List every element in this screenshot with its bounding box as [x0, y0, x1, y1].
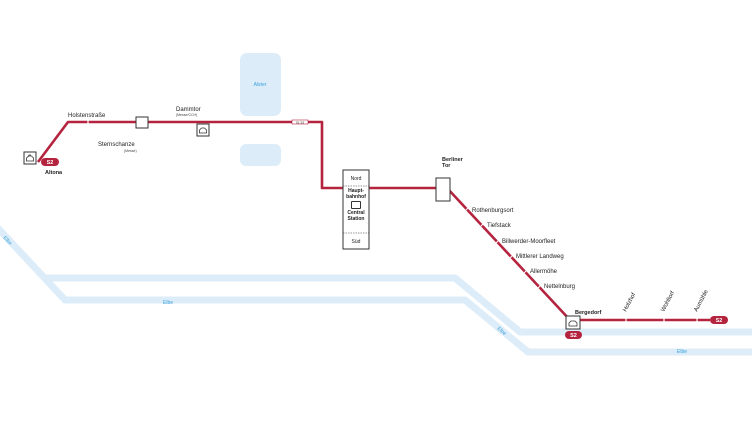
station-label-altona: Altona — [45, 170, 63, 176]
station-nettelnburg[interactable]: Nettelnburg — [537, 283, 575, 290]
station-allermoehe[interactable]: Allermöhe — [523, 268, 558, 275]
hbf-center-label: Haupt-bahnhof Central Station — [346, 188, 366, 222]
station-label-holzhof: Holzhof — [622, 292, 637, 313]
train-icon — [568, 320, 578, 327]
s2-badge-text: S2 — [716, 318, 723, 324]
station-label-bergedorf: Bergedorf — [575, 310, 601, 316]
hbf-nord-label: Nord — [351, 176, 362, 182]
station-label-billwerder: Billwerder-Moorfleet — [502, 239, 556, 245]
alster-label: Alster — [254, 82, 267, 88]
station-holstenstrasse[interactable]: Holstenstraße — [68, 113, 106, 125]
train-icon — [351, 201, 361, 209]
station-wohltorf[interactable]: Wohltorf — [660, 290, 676, 323]
station-berliner-tor[interactable]: Berliner Tor — [435, 157, 482, 202]
station-label-dammtor: Dammtor — [176, 107, 201, 113]
station-label-sternschanze: Sternschanze — [98, 142, 135, 148]
transfer-lines: S1 S3 — [296, 120, 305, 124]
station-label-holstenstrasse: Holstenstraße — [68, 113, 106, 119]
s2-route-line — [36, 120, 710, 322]
station-dammtor[interactable]: Dammtor (Messe/CCH) — [176, 107, 210, 137]
elbe-label-1: Elbe — [163, 300, 173, 306]
station-billwerder[interactable]: Billwerder-Moorfleet — [495, 238, 556, 245]
station-holzhof[interactable]: Holzhof — [622, 292, 637, 323]
elbe-river — [0, 225, 752, 356]
elbe-label-3: Elbe — [677, 349, 687, 355]
hbf-name-label: Haupt-bahnhof — [346, 188, 366, 200]
hbf-central-label: Central Station — [347, 210, 365, 222]
s2-badge-text: S2 — [570, 333, 577, 339]
station-rothenburgsort[interactable]: Rothenburgsort — [465, 205, 514, 214]
s2-badge — [710, 316, 728, 324]
elbe-label-0: Elbe — [2, 235, 13, 246]
train-icon — [199, 127, 207, 134]
station-bergedorf[interactable]: Bergedorf S2 — [565, 310, 601, 339]
train-icon — [26, 154, 34, 162]
s2-badge-text: S2 — [47, 160, 54, 166]
station-hauptbahnhof[interactable]: Nord Haupt-bahnhof Central Station Süd — [342, 169, 370, 250]
station-label-allermoehe: Allermöhe — [530, 269, 558, 275]
alster-lake: Alster — [240, 53, 281, 166]
station-mittlerer-landweg[interactable]: Mittlerer Landweg — [509, 253, 564, 260]
station-sub-dammtor: (Messe/CCH) — [176, 113, 197, 117]
station-jungfernstieg[interactable]: S1 S3 — [291, 119, 309, 124]
station-label-nettelnburg: Nettelnburg — [544, 284, 575, 290]
station-altona[interactable]: S2 Altona — [23, 151, 63, 176]
elbe-label-2: Elbe — [496, 326, 508, 337]
station-label-tiefstack: Tiefstack — [487, 223, 512, 229]
s2-badge — [565, 331, 582, 339]
station-label-wohltorf: Wohltorf — [660, 290, 676, 313]
station-aumuehle[interactable]: Aumühle S2 — [693, 289, 728, 324]
station-label-rothenburgsort: Rothenburgsort — [472, 208, 514, 214]
station-label-berliner-tor: Berliner Tor — [442, 157, 463, 169]
s2-badge — [41, 158, 59, 166]
station-tiefstack[interactable]: Tiefstack — [480, 221, 512, 229]
station-label-aumuehle: Aumühle — [693, 289, 710, 313]
station-label-mittlerer-landweg: Mittlerer Landweg — [516, 254, 564, 260]
station-sub-sternschanze: (Messe) — [124, 149, 137, 153]
station-sternschanze[interactable]: Sternschanze (Messe) — [98, 116, 149, 153]
hbf-sued-label: Süd — [352, 239, 361, 245]
